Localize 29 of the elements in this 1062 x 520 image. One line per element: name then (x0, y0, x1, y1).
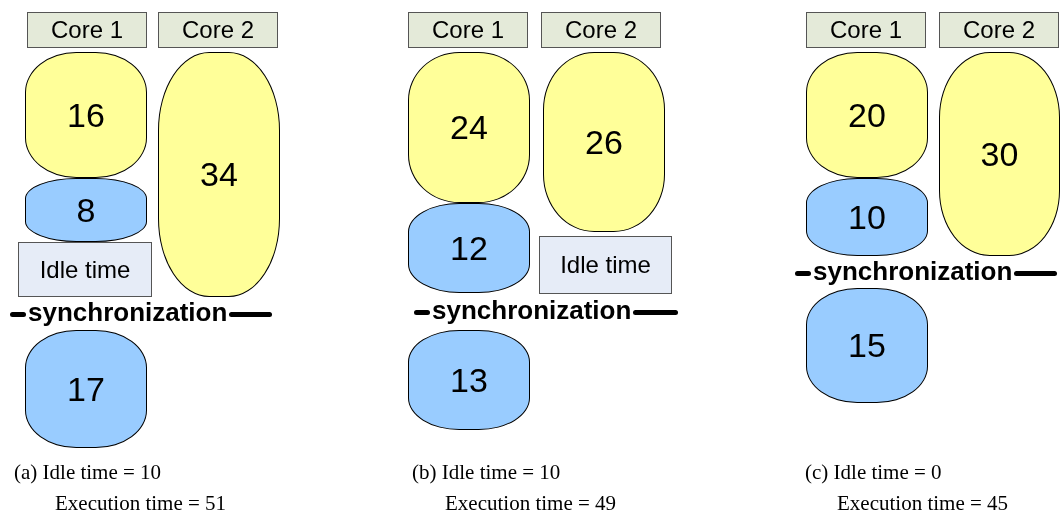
caption-text: (b) Idle time = 10 (412, 460, 561, 485)
sync-label: synchronization (28, 297, 228, 328)
core-header: Core 2 (939, 12, 1059, 48)
sync-label: synchronization (813, 256, 1013, 287)
task-block: 30 (939, 52, 1060, 256)
idle-time-box: Idle time (18, 242, 152, 297)
core-header: Core 1 (806, 12, 926, 48)
task-block: 15 (806, 288, 928, 403)
task-block: 26 (543, 52, 665, 232)
task-block: 13 (408, 330, 530, 430)
core-header: Core 2 (541, 12, 661, 48)
caption-text: Execution time = 45 (837, 491, 1009, 516)
task-block: 20 (806, 52, 928, 178)
idle-time-box: Idle time (539, 236, 672, 294)
caption-text: Execution time = 51 (55, 491, 227, 516)
caption-text: (c) Idle time = 0 (805, 460, 942, 485)
caption-text: Execution time = 49 (445, 491, 617, 516)
core-header: Core 1 (408, 12, 528, 48)
task-block: 10 (806, 178, 928, 256)
task-block: 17 (25, 330, 147, 448)
sync-label: synchronization (432, 295, 632, 326)
core-header: Core 2 (158, 12, 278, 48)
task-block: 16 (25, 52, 147, 178)
task-block: 12 (408, 203, 530, 293)
caption-text: (a) Idle time = 10 (14, 460, 162, 485)
core-header: Core 1 (27, 12, 147, 48)
task-block: 34 (158, 52, 280, 297)
task-block: 8 (25, 178, 147, 242)
task-block: 24 (408, 52, 530, 203)
